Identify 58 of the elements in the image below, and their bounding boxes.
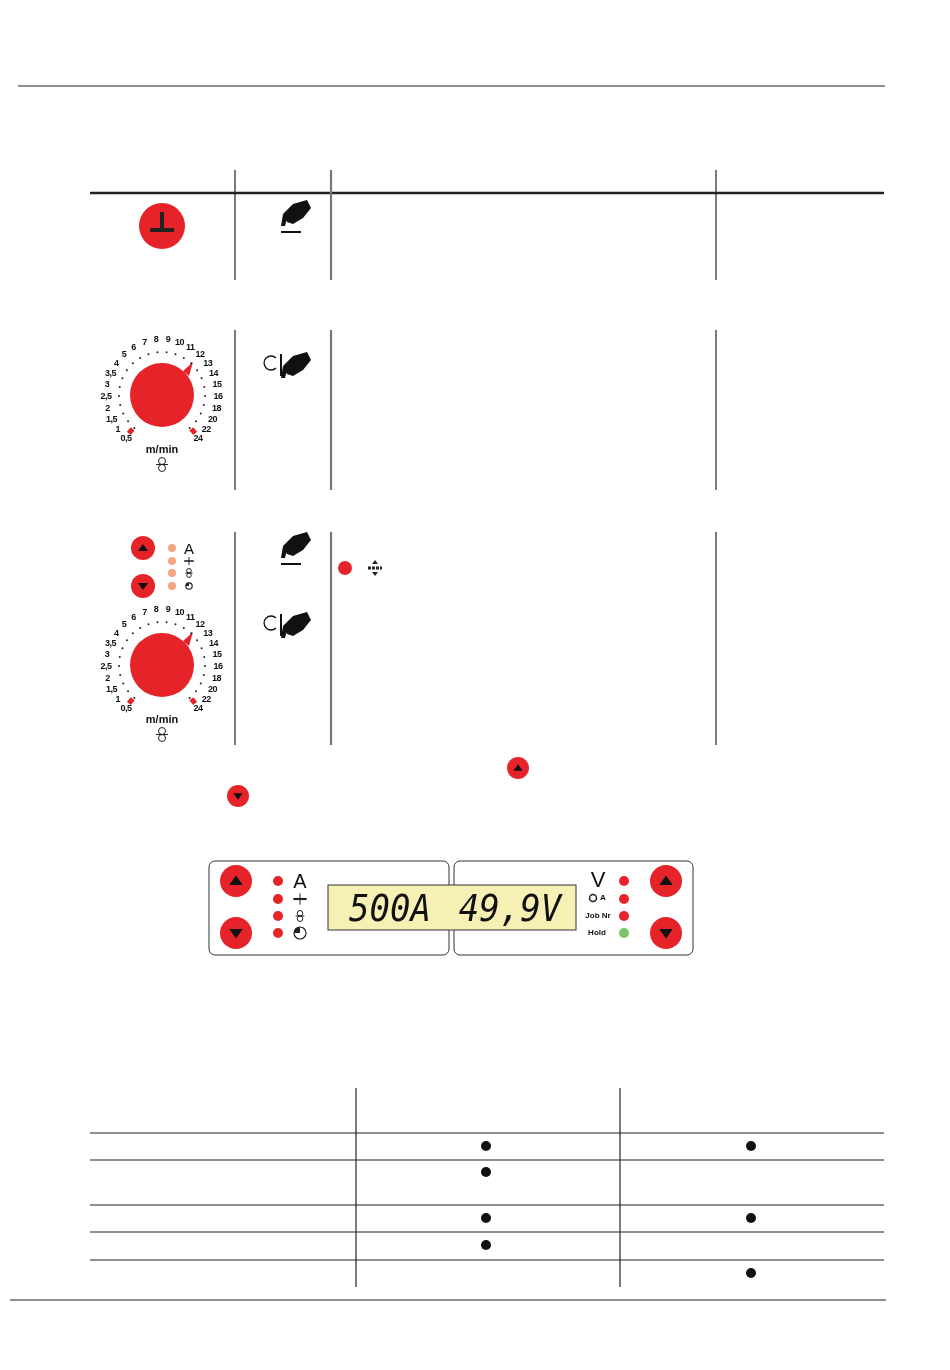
scale-number: 4 bbox=[114, 358, 119, 368]
scale-number: 22 bbox=[201, 694, 211, 704]
scale-number: 8 bbox=[153, 334, 159, 344]
scale-number: 4 bbox=[114, 628, 119, 638]
scale-number: 3,5 bbox=[104, 638, 116, 648]
scale-number: 14 bbox=[209, 368, 219, 378]
scale-number: 2,5 bbox=[100, 661, 112, 671]
display-reading: 500A bbox=[349, 889, 431, 927]
scale-number: 6 bbox=[131, 342, 136, 352]
scale-number: 5 bbox=[121, 619, 127, 629]
scale-number: 12 bbox=[195, 349, 205, 359]
scale-number: 6 bbox=[131, 612, 136, 622]
scale-number: 15 bbox=[212, 649, 222, 659]
scale-number: 0,5 bbox=[120, 703, 132, 713]
parameter-label: A bbox=[600, 894, 606, 902]
parameter-label: A bbox=[184, 540, 194, 556]
scale-number: 15 bbox=[212, 379, 222, 389]
scale-number: 8 bbox=[153, 604, 159, 614]
unit-label: m/min bbox=[145, 443, 179, 455]
parameter-label: Job Nr bbox=[585, 912, 611, 920]
scale-number: 11 bbox=[186, 612, 195, 622]
scale-number: 22 bbox=[201, 424, 211, 434]
scale-number: 3,5 bbox=[104, 368, 116, 378]
scale-number: 10 bbox=[175, 337, 185, 347]
scale-number: 13 bbox=[203, 358, 213, 368]
scale-number: 16 bbox=[213, 661, 223, 671]
unit-label: m/min bbox=[145, 713, 179, 725]
scale-number: 3 bbox=[104, 379, 110, 389]
display-reading: 49,9V bbox=[458, 889, 562, 927]
scale-number: 5 bbox=[121, 349, 127, 359]
scale-number: 18 bbox=[211, 403, 221, 413]
scale-number: 13 bbox=[203, 628, 213, 638]
scale-number: 1,5 bbox=[106, 684, 117, 694]
scale-number: 11 bbox=[186, 342, 195, 352]
parameter-label: A bbox=[293, 871, 307, 891]
scale-number: 2 bbox=[105, 673, 110, 683]
scale-number: 2 bbox=[105, 403, 110, 413]
scale-number: 14 bbox=[209, 638, 219, 648]
parameter-label: Hold bbox=[588, 929, 606, 937]
scale-number: 0,5 bbox=[120, 433, 132, 443]
scale-number: 20 bbox=[207, 414, 217, 424]
scale-number: 9 bbox=[165, 604, 171, 614]
scale-number: 24 bbox=[193, 433, 203, 443]
scale-number: 1,5 bbox=[106, 414, 117, 424]
scale-number: 1 bbox=[115, 694, 120, 704]
scale-number: 1 bbox=[115, 424, 120, 434]
scale-number: 10 bbox=[175, 607, 185, 617]
scale-number: 7 bbox=[142, 607, 147, 617]
scale-number: 12 bbox=[195, 619, 205, 629]
scale-number: 9 bbox=[165, 334, 171, 344]
scale-number: 20 bbox=[207, 684, 217, 694]
scale-number: 18 bbox=[211, 673, 221, 683]
scale-number: 7 bbox=[142, 337, 147, 347]
scale-number: 24 bbox=[193, 703, 203, 713]
parameter-label: V bbox=[590, 869, 606, 891]
scale-number: 3 bbox=[104, 649, 110, 659]
scale-number: 2,5 bbox=[100, 391, 112, 401]
scale-number: 16 bbox=[213, 391, 223, 401]
